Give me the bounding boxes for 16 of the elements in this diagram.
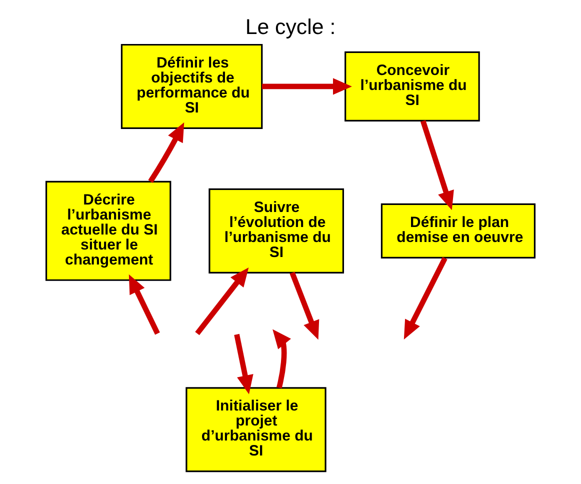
node-box: Décrire l’urbanisme actuelle du SI situer le changement [45, 180, 172, 281]
node-box: Suivre l’évolution de l’urbanisme du SI [208, 188, 344, 274]
node-box: Initialiser le projet d’urbanisme du SI [186, 387, 326, 472]
node-box: Concevoir l’urbanisme du SI [344, 51, 480, 122]
node-box: Définir le plan demise en oeuvre [380, 203, 536, 258]
node-box: Définir les objectifs de performance du SI [120, 44, 263, 129]
arrow [262, 78, 352, 95]
arrow [234, 334, 254, 394]
diagram-title: Le cycle : [245, 15, 336, 40]
arrow [420, 120, 454, 210]
arrow [128, 274, 160, 335]
arrow [195, 267, 249, 336]
arrow [148, 122, 184, 183]
arrow [290, 272, 320, 340]
arrow [272, 329, 291, 388]
arrow [404, 256, 448, 340]
